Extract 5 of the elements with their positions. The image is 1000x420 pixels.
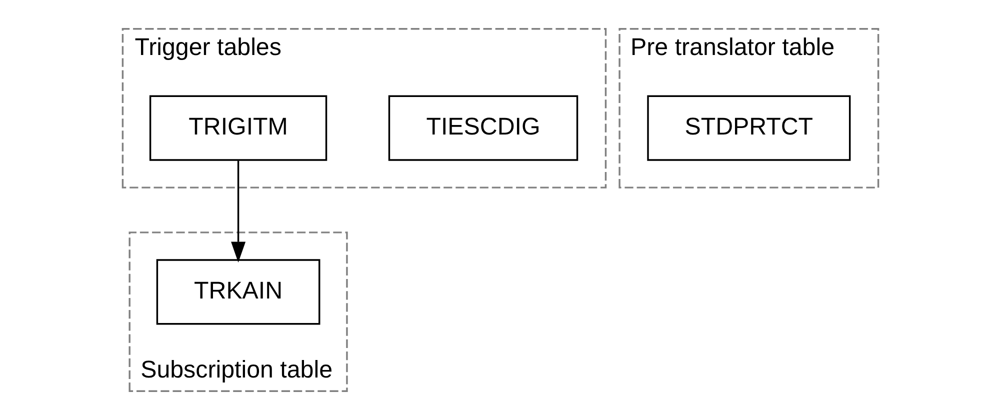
node-box: STDPRTCT — [646, 95, 850, 161]
arrow — [230, 160, 246, 263]
node-box: TRKAIN — [156, 259, 320, 325]
node-box: TIESCDIG — [388, 95, 578, 161]
node-box: TRIGITM — [148, 95, 327, 161]
